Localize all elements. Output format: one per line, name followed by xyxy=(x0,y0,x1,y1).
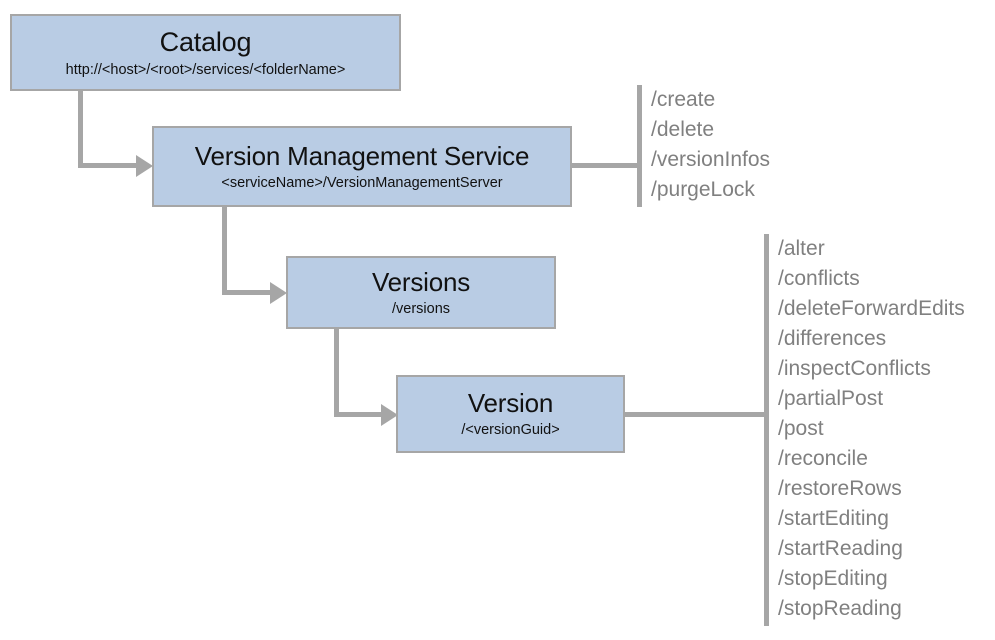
operation-item[interactable]: /partialPost xyxy=(778,387,884,410)
operation-item[interactable]: /stopEditing xyxy=(778,567,888,590)
node-versions[interactable]: Versions /versions xyxy=(286,256,556,329)
operation-item[interactable]: /versionInfos xyxy=(651,148,771,171)
operation-item[interactable]: /differences xyxy=(778,327,887,350)
connector-service-to-versions-horizontal xyxy=(222,290,271,295)
connector-version-to-version-operations xyxy=(624,412,768,417)
node-version-management-service-subtitle: <serviceName>/VersionManagementServer xyxy=(221,174,503,191)
connector-versions-to-version-horizontal xyxy=(334,412,382,417)
operation-item[interactable]: /reconcile xyxy=(778,447,868,470)
operation-item[interactable]: /delete xyxy=(651,118,715,141)
operation-list-version: /alter/conflicts/deleteForwardEdits/diff… xyxy=(778,234,965,624)
operation-item[interactable]: /restoreRows xyxy=(778,477,902,500)
operation-item[interactable]: /post xyxy=(778,417,824,440)
node-version-management-service[interactable]: Version Management Service <serviceName>… xyxy=(152,126,572,207)
operation-item[interactable]: /deleteForwardEdits xyxy=(778,297,965,320)
node-catalog-subtitle: http://<host>/<root>/services/<folderNam… xyxy=(65,61,346,78)
operation-item[interactable]: /purgeLock xyxy=(651,178,755,201)
operation-item[interactable]: /stopReading xyxy=(778,597,902,620)
node-version-subtitle: /<versionGuid> xyxy=(461,422,560,439)
operation-item[interactable]: /alter xyxy=(778,237,825,260)
node-version-management-service-title: Version Management Service xyxy=(194,140,530,171)
connector-service-to-versions-vertical xyxy=(222,206,227,293)
operation-item[interactable]: /startEditing xyxy=(778,507,889,530)
connector-catalog-to-service-vertical xyxy=(78,90,83,166)
connector-service-to-service-operations xyxy=(571,163,641,168)
arrowhead-icon-catalog-to-service xyxy=(136,155,153,177)
arrowhead-icon-versions-to-version xyxy=(381,404,398,426)
node-catalog[interactable]: Catalog http://<host>/<root>/services/<f… xyxy=(10,14,401,91)
operation-item[interactable]: /inspectConflicts xyxy=(778,357,931,380)
node-version[interactable]: Version /<versionGuid> xyxy=(396,375,625,453)
bracket-bar-version-operations xyxy=(764,234,769,626)
operation-list-service: /create/delete/versionInfos/purgeLock xyxy=(651,85,770,205)
operation-item[interactable]: /conflicts xyxy=(778,267,860,290)
connector-versions-to-version-vertical xyxy=(334,328,339,415)
operation-item[interactable]: /create xyxy=(651,88,716,111)
node-versions-title: Versions xyxy=(371,266,471,297)
node-version-title: Version xyxy=(467,388,554,419)
arrowhead-icon-service-to-versions xyxy=(270,282,287,304)
node-versions-subtitle: /versions xyxy=(391,300,451,317)
operation-item[interactable]: /startReading xyxy=(778,537,903,560)
connector-catalog-to-service-horizontal xyxy=(78,163,137,168)
bracket-bar-service-operations xyxy=(637,85,642,207)
node-catalog-title: Catalog xyxy=(159,27,252,58)
